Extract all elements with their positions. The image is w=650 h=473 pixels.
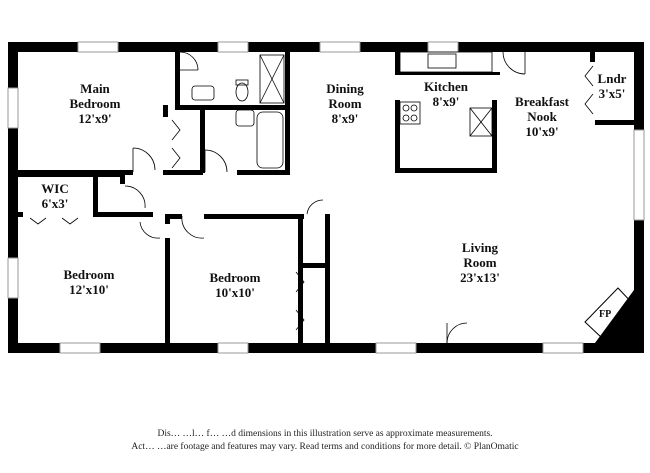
wall-bedroom2-top-b xyxy=(204,214,304,219)
window xyxy=(542,342,584,354)
exterior-wall-left xyxy=(8,42,18,353)
sink-2 xyxy=(235,109,255,127)
room-label-bedroom-1: Bedroom 12'x10' xyxy=(63,267,115,297)
wall-stub-1 xyxy=(163,105,168,117)
window xyxy=(7,87,19,129)
wall-bedroom1-stub xyxy=(165,214,170,224)
room-label-laundry: Lndr 3'x5' xyxy=(597,71,627,101)
wall-laundry-stub xyxy=(590,52,595,62)
shower xyxy=(259,54,285,104)
counter-top-edge xyxy=(395,72,500,75)
wall-kitchen-left xyxy=(395,100,400,172)
wall-bath-inner xyxy=(200,105,205,173)
window xyxy=(633,129,645,221)
room-label-kitchen: Kitchen 8'x9' xyxy=(423,79,469,109)
vanity-sink xyxy=(191,85,215,101)
wall-wic-top xyxy=(18,172,98,177)
door-arc xyxy=(181,215,205,239)
door-arc xyxy=(502,51,526,75)
disclaimer-line-1: Dis… …l… f… …d dimensions in this illust… xyxy=(157,429,493,439)
toilet xyxy=(235,82,249,102)
fireplace-label: FP xyxy=(599,309,612,320)
wall-bath-left xyxy=(175,52,180,107)
bifold-door xyxy=(29,217,47,225)
room-label-bedroom-2: Bedroom 10'x10' xyxy=(209,270,261,300)
wall-kitchen-right xyxy=(492,100,497,173)
bifold-door xyxy=(584,93,594,115)
door-arc xyxy=(139,221,161,239)
door-arc xyxy=(204,149,228,173)
counter-top xyxy=(399,51,493,73)
range xyxy=(399,101,421,125)
window xyxy=(319,41,361,53)
disclaimer-line-2: Act… …are footage and features may vary.… xyxy=(131,442,519,452)
wall-bath-right xyxy=(285,52,290,172)
wall-bath-bottom xyxy=(237,170,290,175)
refrigerator xyxy=(469,107,493,137)
wall-kitchen-bottom xyxy=(395,168,495,173)
window xyxy=(217,342,249,354)
window xyxy=(427,41,459,53)
bifold-door xyxy=(584,65,594,87)
window xyxy=(77,41,119,53)
window xyxy=(7,257,19,299)
bifold-door xyxy=(61,217,79,225)
wall-bedroom2-top-a xyxy=(170,214,182,219)
wall-main-bedroom-bottom-2 xyxy=(163,170,203,175)
bifold-door xyxy=(171,147,181,169)
wall-bedroom2-right xyxy=(298,214,303,344)
wall-closet-right xyxy=(325,214,330,346)
room-label-wic: WIC 6'x3' xyxy=(41,181,69,211)
wall-kitchen-top-stub xyxy=(395,52,400,72)
door-arc xyxy=(446,322,468,344)
wall-laundry-bottom xyxy=(595,120,635,125)
wall-closet-top xyxy=(120,172,125,184)
bathtub xyxy=(256,111,284,169)
door-arc xyxy=(306,199,324,215)
fireplace-hearth xyxy=(584,287,635,339)
fixtures xyxy=(7,41,645,354)
wall-hall-top xyxy=(93,212,153,217)
wall-wic-bottom-left xyxy=(18,212,23,217)
wall-wic-right xyxy=(93,172,98,217)
window xyxy=(59,342,101,354)
wall-bedroom1-right xyxy=(165,238,170,348)
door-arc xyxy=(179,51,199,71)
fireplace-mass xyxy=(595,290,634,343)
bifold-door xyxy=(295,271,305,293)
door-arc xyxy=(132,147,156,171)
wall-closet xyxy=(98,172,125,177)
bifold-door xyxy=(295,309,305,331)
bifold-door xyxy=(171,119,181,141)
door-arc xyxy=(124,185,146,209)
exterior-wall-bottom xyxy=(8,343,644,353)
window xyxy=(375,342,417,354)
wall-closet-mid xyxy=(300,263,330,268)
window xyxy=(217,41,249,53)
wall-bath-mid xyxy=(175,105,285,110)
toilet-tank xyxy=(235,79,249,86)
kitchen-sink xyxy=(427,53,457,69)
